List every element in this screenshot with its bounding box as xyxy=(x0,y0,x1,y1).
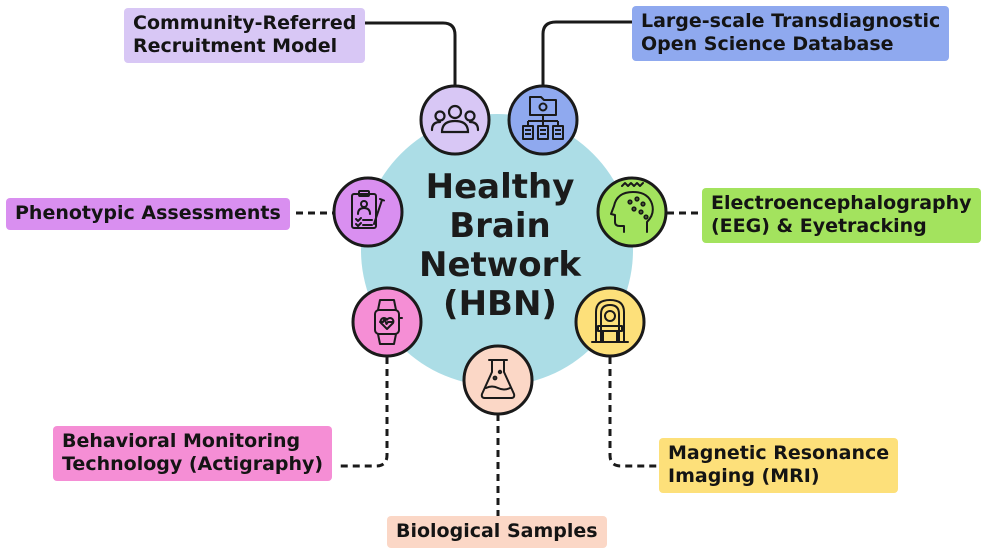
label-line: Magnetic Resonance xyxy=(668,442,890,464)
people-icon xyxy=(419,84,491,156)
label-line: Technology (Actigraphy) xyxy=(62,453,324,475)
database-icon xyxy=(507,84,579,156)
label-actigraphy: Behavioral Monitoring Technology (Actigr… xyxy=(53,426,333,481)
label-line: Biological Samples xyxy=(396,520,598,542)
label-line: (EEG) & Eyetracking xyxy=(711,215,927,237)
label-biological-samples: Biological Samples xyxy=(387,516,607,548)
label-phenotypic-assessments: Phenotypic Assessments xyxy=(6,198,290,230)
center-title-line: (HBN) xyxy=(443,284,557,324)
label-line: Open Science Database xyxy=(641,33,894,55)
smartwatch-icon xyxy=(351,286,423,358)
mri-scanner-icon xyxy=(574,286,646,358)
hub-circle xyxy=(361,114,633,386)
label-line: Electroencephalography xyxy=(711,192,972,214)
brain-head-icon xyxy=(596,176,668,248)
connector-community xyxy=(365,21,457,85)
label-line: Recruitment Model xyxy=(133,35,338,57)
label-line: Phenotypic Assessments xyxy=(15,202,281,224)
label-eeg-eyetracking: Electroencephalography (EEG) & Eyetracki… xyxy=(702,188,981,243)
label-line: Behavioral Monitoring xyxy=(62,430,301,452)
center-title: Healthy Brain Network (HBN) xyxy=(370,168,630,324)
label-open-science-database: Large-scale Transdiagnostic Open Science… xyxy=(632,6,950,61)
label-line: Imaging (MRI) xyxy=(668,465,820,487)
label-line: Community-Referred xyxy=(133,12,357,34)
label-mri: Magnetic Resonance Imaging (MRI) xyxy=(659,438,899,493)
label-line: Large-scale Transdiagnostic xyxy=(641,10,941,32)
center-title-line: Network xyxy=(419,245,581,285)
connector-mri xyxy=(608,357,660,468)
clipboard-icon xyxy=(332,176,404,248)
center-title-line: Healthy xyxy=(425,167,575,207)
flask-icon xyxy=(462,344,534,416)
label-community-referred-recruitment: Community-Referred Recruitment Model xyxy=(124,8,366,63)
connector-database xyxy=(541,20,636,85)
connector-actigraphy xyxy=(338,357,389,468)
center-title-line: Brain xyxy=(449,206,551,246)
